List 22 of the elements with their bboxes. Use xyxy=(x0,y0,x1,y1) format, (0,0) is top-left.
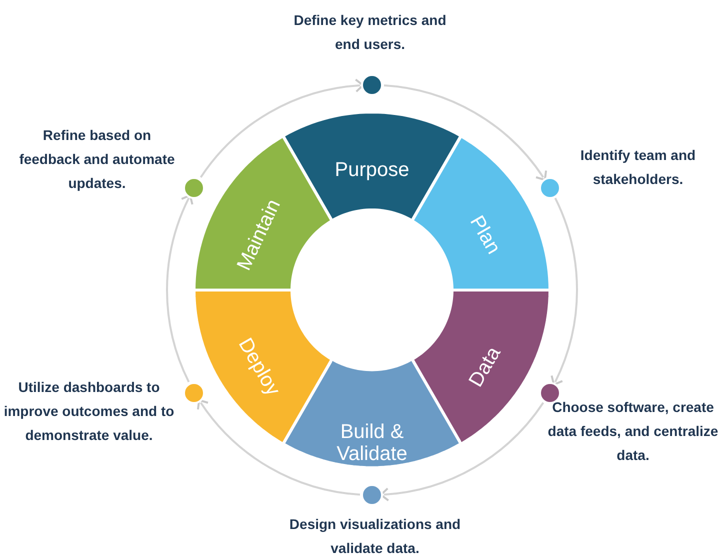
step-description: Identify team and stakeholders. xyxy=(579,146,697,189)
cycle-segment xyxy=(412,290,550,444)
step-description: Choose software, create data feeds, and centralize data. xyxy=(546,398,720,465)
cycle-arrow xyxy=(197,399,360,496)
segment-label: Build & Validate xyxy=(336,420,408,465)
cycle-arrow xyxy=(166,194,194,382)
step-description: Refine based on feedback and automate updates. xyxy=(18,126,176,193)
cycle-arrow xyxy=(550,198,578,386)
cycle-segment xyxy=(412,136,550,290)
step-dot xyxy=(183,382,206,404)
step-dot xyxy=(538,176,561,198)
step-description: Define key metrics and end users. xyxy=(292,11,448,54)
cycle-segment xyxy=(283,359,461,468)
step-description: Utilize dashboards to improve outcomes and to demonstrate value. xyxy=(2,378,176,445)
cycle-segment xyxy=(194,136,332,290)
step-dot xyxy=(183,176,206,198)
step-description: Design visualizations and validate data. xyxy=(288,515,462,558)
cycle-segment xyxy=(194,290,332,444)
cycle-arrow xyxy=(384,84,547,181)
segment-label: Purpose xyxy=(334,159,410,181)
step-dot xyxy=(538,382,561,404)
cycle-segment xyxy=(283,112,461,221)
